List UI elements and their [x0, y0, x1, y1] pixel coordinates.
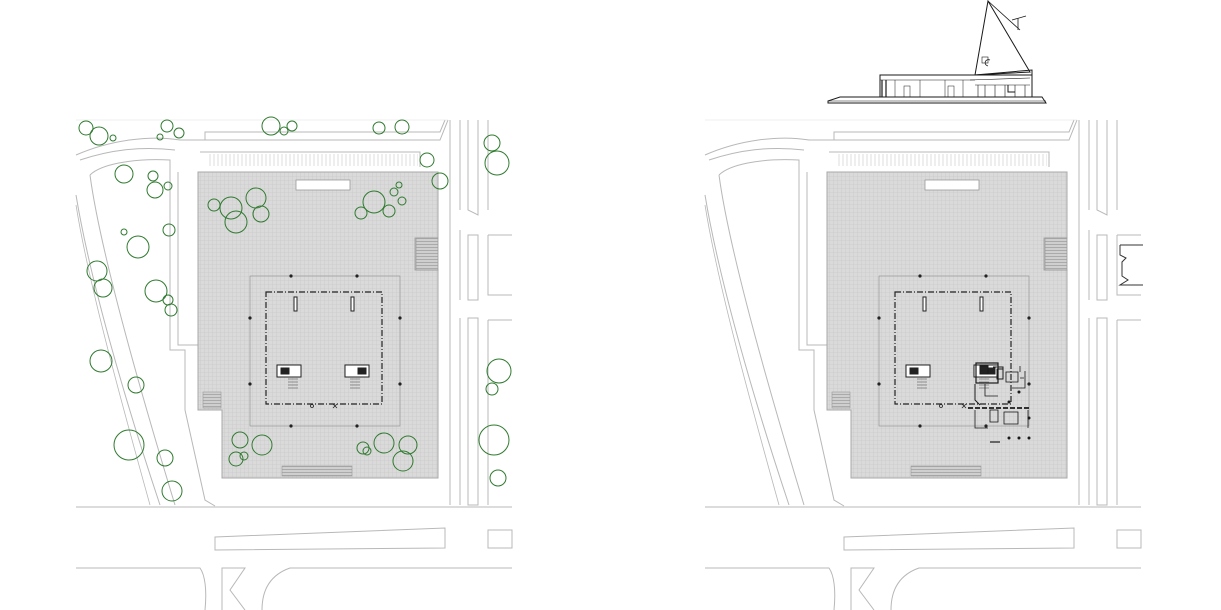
adjacent-building — [1118, 244, 1143, 286]
site-plan-proposed — [704, 0, 1143, 610]
proposed-addition — [968, 362, 1031, 443]
building-elevation — [827, 0, 1047, 104]
site-plan-existing — [75, 116, 513, 610]
trees — [78, 116, 512, 502]
